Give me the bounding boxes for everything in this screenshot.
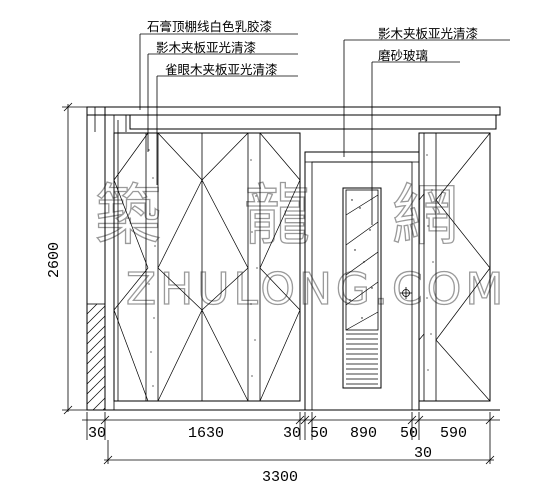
height-dimension: 2600 bbox=[46, 102, 87, 415]
height-label: 2600 bbox=[46, 242, 63, 278]
left-annotations: 石膏顶棚线白色乳胶漆 影木夹板亚光清漆 雀眼木夹板亚光清漆 bbox=[139, 19, 298, 185]
watermark-url: ZHULONG.COM bbox=[126, 264, 507, 315]
watermark: 築 龍 網 ZHULONG.COM bbox=[94, 176, 507, 315]
label-shadow-wood-left: 影木夹板亚光清漆 bbox=[156, 40, 256, 55]
birdseye-strip-1 bbox=[145, 132, 159, 402]
watermark-char-2: 龍 bbox=[244, 177, 310, 254]
dim-segment-1: 30 bbox=[88, 425, 106, 442]
dim-segment-6: 50 bbox=[400, 425, 418, 442]
label-gypsum-cornice: 石膏顶棚线白色乳胶漆 bbox=[147, 19, 272, 34]
dim-segment-2: 1630 bbox=[188, 425, 224, 442]
dim-segment-5: 890 bbox=[350, 425, 377, 442]
ceiling-cornice bbox=[86, 106, 501, 132]
dim-segment-7: 590 bbox=[440, 425, 467, 442]
dim-extra: 30 bbox=[414, 445, 432, 462]
dim-segment-3: 30 bbox=[283, 425, 301, 442]
door-knob bbox=[400, 287, 412, 299]
label-frosted-glass: 磨砂玻璃 bbox=[378, 48, 428, 63]
label-shadow-wood-right: 影木夹板亚光清漆 bbox=[378, 26, 478, 41]
dim-total: 3300 bbox=[262, 469, 298, 486]
label-birdseye-wood: 雀眼木夹板亚光清漆 bbox=[165, 62, 278, 77]
left-wall-section bbox=[86, 106, 115, 411]
watermark-char-3: 網 bbox=[392, 177, 458, 254]
right-annotations: 影木夹板亚光清漆 磨砂玻璃 bbox=[343, 26, 510, 225]
dim-segment-4: 50 bbox=[310, 425, 328, 442]
birdseye-strip-2 bbox=[247, 132, 261, 402]
frosted-glass-panel bbox=[342, 187, 382, 389]
bottom-dimensions: 30 1630 30 50 890 50 590 30 3300 bbox=[82, 412, 500, 486]
right-wardrobe bbox=[418, 132, 491, 402]
